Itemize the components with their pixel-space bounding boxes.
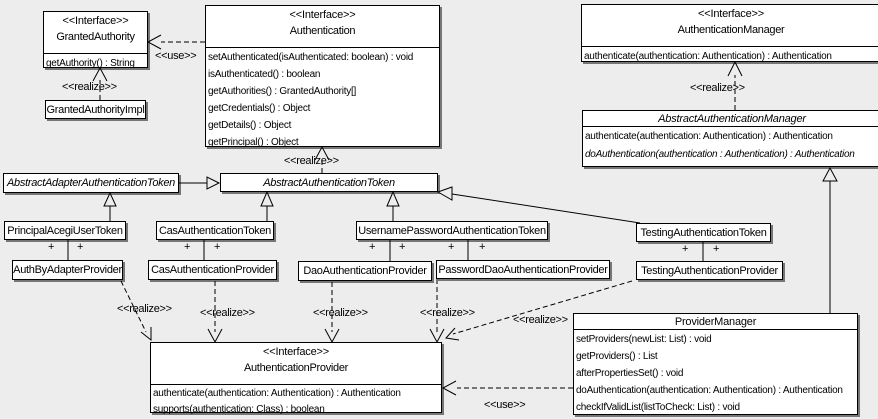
use-label: <<use>>: [484, 399, 526, 411]
class-principal-acegi-user-token[interactable]: PrincipalAcegiUserToken: [4, 221, 126, 240]
realize-label: <<realize>>: [420, 307, 475, 319]
association-end-plus: +: [77, 241, 84, 253]
realize-label: <<realize>>: [313, 307, 368, 319]
member: checkIfValidList(listToCheck: List) : vo…: [576, 402, 740, 413]
realize-label: <<realize>>: [62, 81, 117, 93]
member: getAuthorities() : GrantedAuthority[]: [208, 86, 357, 97]
class-name: AbstractAuthenticationManager: [583, 111, 878, 127]
class-dao-authentication-provider[interactable]: DaoAuthenticationProvider: [298, 261, 432, 281]
class-cas-authentication-token[interactable]: CasAuthenticationToken: [156, 221, 274, 240]
class-name: CasAuthenticationToken: [158, 224, 272, 237]
class-name: PasswordDaoAuthenticationProvider: [438, 263, 608, 276]
class-username-password-authentication-token[interactable]: UsernamePasswordAuthenticationToken: [356, 221, 548, 240]
realize-label: <<realize>>: [117, 303, 172, 315]
association-end-plus: +: [214, 241, 221, 253]
member: getDetails() : Object: [208, 120, 292, 131]
member: authenticate(authentication: Authenticat…: [585, 131, 833, 142]
class-authentication-provider[interactable]: <<Interface>> AuthenticationProvider aut…: [150, 342, 442, 415]
class-name: AuthenticationManager: [677, 24, 785, 36]
association-end-plus: +: [399, 241, 406, 253]
member: doAuthentication(authentication : Authen…: [585, 149, 855, 160]
association-end-plus: +: [682, 243, 689, 255]
member: getProviders() : List: [576, 351, 658, 362]
member: isAuthenticated() : boolean: [208, 69, 321, 80]
association-end-plus: +: [184, 241, 191, 253]
class-password-dao-authentication-provider[interactable]: PasswordDaoAuthenticationProvider: [436, 260, 610, 279]
member: doAuthentication(authentication: Authent…: [576, 385, 843, 396]
class-name: TestingAuthenticationProvider: [641, 264, 778, 277]
class-header: <<Interface>> AuthenticationProvider: [151, 343, 441, 385]
class-provider-manager[interactable]: ProviderManager setProviders(newList: Li…: [573, 313, 858, 415]
member: authenticate(authentication: Authenticat…: [153, 388, 401, 399]
association-end-plus: +: [713, 243, 720, 255]
class-name: GrantedAuthorityImpl: [46, 103, 145, 116]
class-header: <<Interface>> AuthenticationManager: [582, 5, 878, 47]
class-auth-by-adapter-provider[interactable]: AuthByAdapterProvider: [12, 260, 123, 280]
class-testing-authentication-token[interactable]: TestingAuthenticationToken: [636, 223, 771, 242]
class-granted-authority-impl[interactable]: GrantedAuthorityImpl: [45, 100, 146, 119]
class-testing-authentication-provider[interactable]: TestingAuthenticationProvider: [636, 261, 783, 280]
realize-label: <<realize>>: [284, 155, 339, 167]
class-header: <<Interface>> Authentication: [206, 6, 439, 48]
class-cas-authentication-provider[interactable]: CasAuthenticationProvider: [148, 260, 277, 280]
member: setProviders(newList: List) : void: [576, 334, 712, 345]
class-name: CasAuthenticationProvider: [151, 264, 274, 276]
stereotype: <<Interface>>: [289, 9, 356, 21]
stereotype: <<Interface>>: [62, 15, 129, 27]
class-abstract-authentication-manager[interactable]: AbstractAuthenticationManager authentica…: [582, 110, 878, 167]
class-name: ProviderManager: [574, 314, 857, 330]
class-header: <<Interface>> GrantedAuthority: [44, 12, 147, 54]
class-authentication[interactable]: <<Interface>> Authentication setAuthenti…: [205, 5, 440, 148]
class-name: AuthByAdapterProvider: [13, 264, 122, 276]
member: setAuthenticated(isAuthenticated: boolea…: [208, 52, 414, 63]
class-name: Authentication: [289, 25, 356, 37]
member: afterPropertiesSet() : void: [576, 368, 684, 379]
association-end-plus: +: [48, 241, 55, 253]
use-label: <<use>>: [155, 50, 197, 62]
association-end-plus: +: [448, 241, 455, 253]
member: getCredentials() : Object: [208, 103, 311, 114]
association-end-plus: +: [479, 241, 486, 253]
realize-label: <<realize>>: [513, 314, 568, 326]
class-abstract-adapter-authentication-token[interactable]: AbstractAdapterAuthenticationToken: [3, 173, 179, 193]
class-name: AbstractAuthenticationToken: [263, 176, 395, 189]
class-granted-authority[interactable]: <<Interface>> GrantedAuthority getAuthor…: [43, 11, 148, 69]
member: authenticate(authentication: Authenticat…: [584, 51, 832, 62]
class-name: AuthenticationProvider: [243, 362, 349, 374]
association-end-plus: +: [369, 241, 376, 253]
class-name: UsernamePasswordAuthenticationToken: [358, 224, 546, 237]
realize-label: <<realize>>: [690, 82, 745, 94]
member: getAuthority() : String: [46, 58, 135, 69]
association-edges: [67, 240, 704, 261]
class-name: AbstractAdapterAuthenticationToken: [7, 177, 175, 189]
class-authentication-manager[interactable]: <<Interface>> AuthenticationManager auth…: [581, 4, 878, 62]
class-name: PrincipalAcegiUserToken: [7, 224, 123, 237]
stereotype: <<Interface>>: [698, 8, 764, 20]
member: getPrincipal() : Object: [208, 137, 299, 148]
class-name: DaoAuthenticationProvider: [303, 265, 427, 277]
class-abstract-authentication-token[interactable]: AbstractAuthenticationToken: [220, 173, 438, 192]
realize-label: <<realize>>: [200, 307, 255, 319]
member: supports(authentication: Class) : boolea…: [153, 404, 325, 415]
stereotype: <<Interface>>: [263, 346, 329, 358]
class-name: TestingAuthenticationToken: [640, 226, 767, 239]
class-name: GrantedAuthority: [56, 31, 135, 43]
